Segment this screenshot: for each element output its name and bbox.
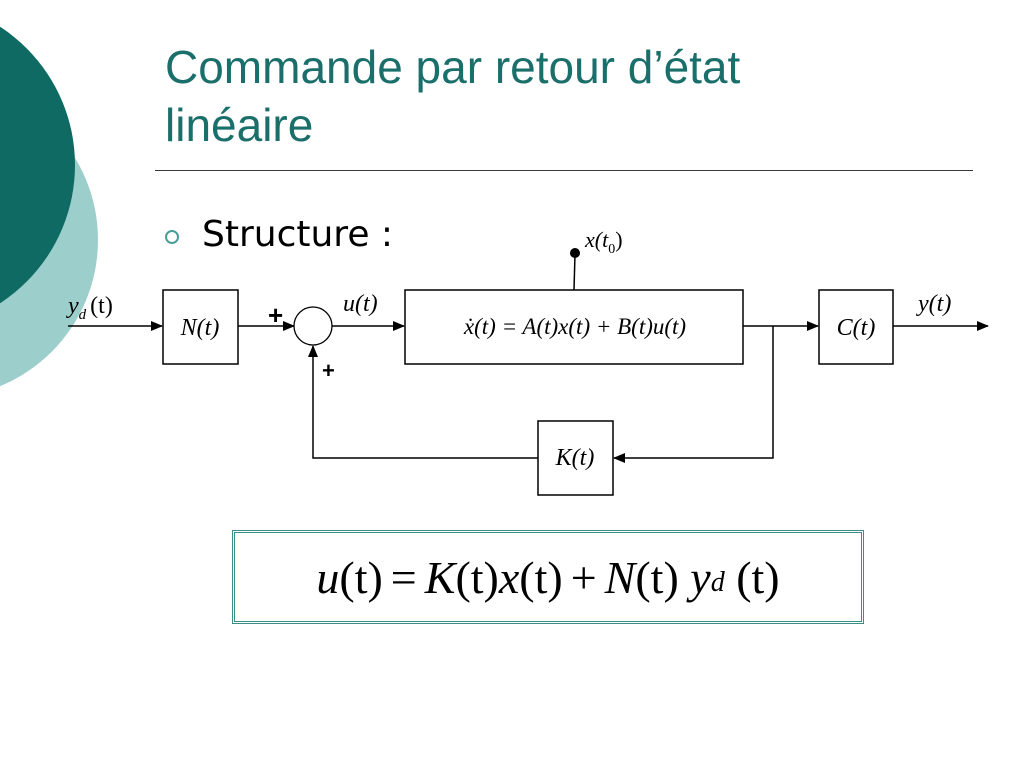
input-label: yd(t) [66, 293, 113, 323]
system-equation: ẋ(t) = A(t)x(t) + B(t)u(t) [463, 314, 686, 339]
bullet-circle-icon [165, 230, 179, 244]
feedback-return-arrow [308, 345, 538, 459]
block-n-label: N(t) [180, 315, 220, 341]
block-c-label: C(t) [837, 315, 876, 341]
block-n [162, 289, 239, 365]
initial-condition-line [573, 253, 576, 291]
u-label: u(t) [343, 291, 378, 317]
title-line-2: linéaire [165, 99, 314, 151]
block-c [818, 289, 894, 365]
title-line-1: Commande par retour d’état [165, 41, 741, 93]
decorative-circles [0, 26, 98, 387]
feedback-line [613, 326, 774, 463]
system-block [404, 289, 744, 365]
block-k [537, 420, 614, 496]
dark-teal-circle [0, 26, 75, 304]
initial-condition-dot [570, 248, 580, 258]
summing-junction [293, 306, 333, 346]
x0-label: x(t0) [584, 227, 623, 257]
block-k-label: K(t) [555, 445, 595, 471]
sum-plus-top: + [268, 300, 283, 330]
output-label: y(t) [916, 291, 951, 317]
slide-title: Commande par retour d’état linéaire [165, 38, 965, 154]
bullet-text: Structure : [202, 214, 394, 255]
sum-plus-bottom: + [322, 358, 335, 383]
title-divider [155, 170, 973, 171]
